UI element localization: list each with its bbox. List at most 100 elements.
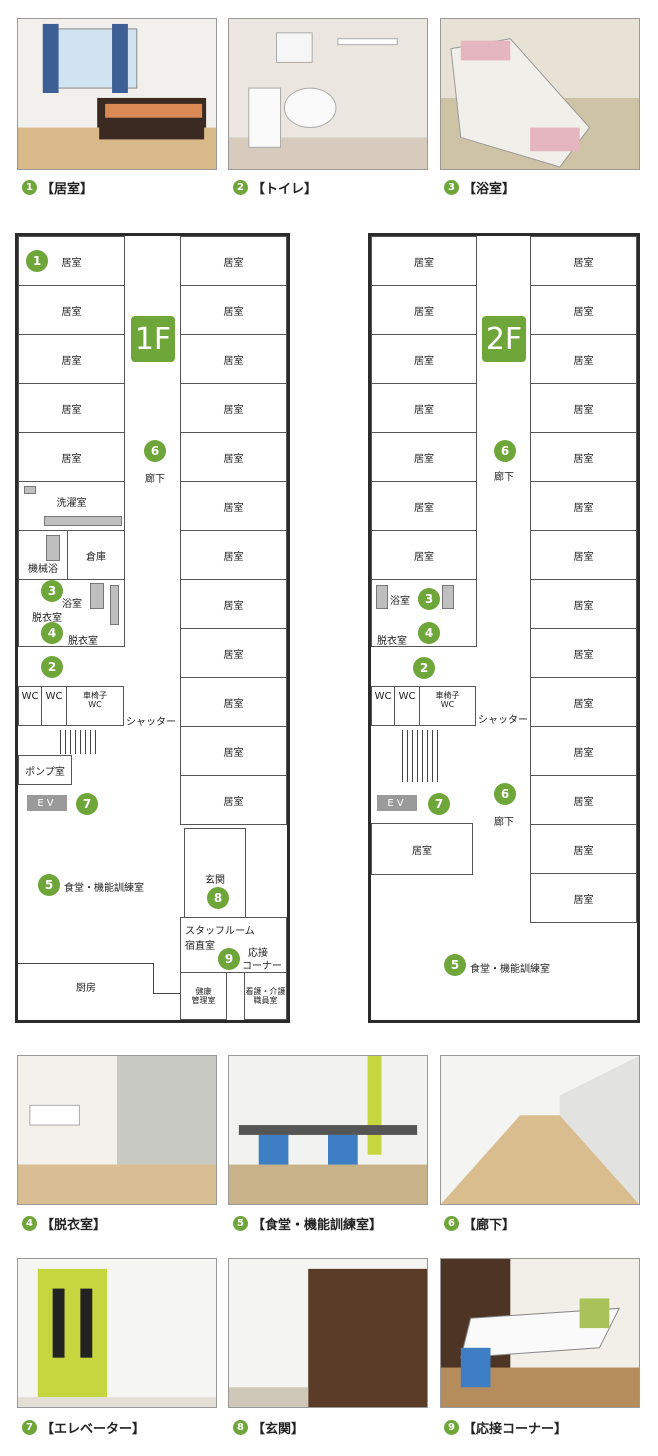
bathtub-2f-b	[442, 585, 454, 609]
room-1f-r1: 居室	[180, 236, 287, 286]
room-2f-r9: 居室	[530, 628, 637, 678]
room-1f-r3: 居室	[180, 334, 287, 384]
caption-dressing: 4【脱衣室】	[22, 1214, 106, 1233]
photo-toilet	[228, 18, 428, 170]
photo-room	[17, 18, 217, 170]
machine-bath-tub	[46, 535, 60, 561]
bath-1f	[18, 579, 125, 647]
dining-2f: 食堂・機能訓練室	[470, 964, 550, 975]
marker-4-2f: 4	[418, 622, 440, 644]
room-2f-l5: 居室	[371, 432, 477, 482]
photo-bath	[440, 18, 640, 170]
room-2f-l3: 居室	[371, 334, 477, 384]
corridor-2f-a: 廊下	[494, 472, 514, 483]
caption-entrance: 8【玄関】	[233, 1418, 304, 1437]
room-2f-r4: 居室	[530, 383, 637, 433]
caption-bath: 3【浴室】	[444, 178, 515, 197]
floor-badge-1f: 1F	[131, 316, 175, 362]
marker-2-2f: 2	[413, 657, 435, 679]
caption-room: 1【居室】	[22, 178, 93, 197]
room-2f-l2: 居室	[371, 285, 477, 335]
kitchen-wall-1f-h	[153, 993, 180, 994]
room-1f-r9: 居室	[180, 628, 287, 678]
floor-badge-2f: 2F	[482, 316, 526, 362]
kitchen-wall-1f-v	[153, 963, 154, 993]
room-2f-r6: 居室	[530, 481, 637, 531]
corridor-1f: 廊下	[145, 474, 165, 485]
kitchen-1f: 厨房	[76, 983, 96, 994]
marker-6-1f: 6	[144, 440, 166, 462]
room-1f-r6: 居室	[180, 481, 287, 531]
wc-2f-b: WC	[394, 686, 420, 726]
room-2f-r11: 居室	[530, 726, 637, 776]
marker-5-2f: 5	[444, 954, 466, 976]
room-1f-r2: 居室	[180, 285, 287, 335]
stairs-2f	[402, 730, 438, 782]
caption-dining: 5【食堂・機能訓練室】	[233, 1214, 382, 1233]
photo-reception	[440, 1258, 640, 1408]
room-2f-l7: 居室	[371, 530, 477, 580]
room-1f-r8: 居室	[180, 579, 287, 629]
marker-9-1f: 9	[218, 948, 240, 970]
photo-dressing	[17, 1055, 217, 1205]
room-2f-r12: 居室	[530, 775, 637, 825]
marker-7-1f: 7	[76, 793, 98, 815]
washer-icon	[24, 486, 36, 494]
bathtub-1f	[90, 583, 104, 609]
dressing-2f-label: 脱衣室	[377, 636, 407, 647]
room-1f-r11: 居室	[180, 726, 287, 776]
stairs-1f	[60, 730, 96, 754]
room-2f-r14: 居室	[530, 873, 637, 923]
machine-bath-1f: 機械浴	[18, 530, 68, 580]
marker-3-1f: 3	[41, 580, 63, 602]
room-1f-r10: 居室	[180, 677, 287, 727]
dressing-1f-b-label: 脱衣室	[68, 636, 98, 647]
bath-2f-label: 浴室	[390, 596, 410, 607]
room-2f-l1: 居室	[371, 236, 477, 286]
photo-dining	[228, 1055, 428, 1205]
corridor-2f-b: 廊下	[494, 817, 514, 828]
marker-3-2f: 3	[418, 588, 440, 610]
marker-4-1f: 4	[41, 622, 63, 644]
room-2f-lower: 居室	[371, 823, 473, 875]
room-1f-l4: 居室	[18, 383, 125, 433]
bath-fixture-1f	[110, 585, 119, 625]
room-1f-l3: 居室	[18, 334, 125, 384]
marker-7-2f: 7	[428, 793, 450, 815]
nurse-room-1f: 看護・介護職員室	[244, 972, 287, 1020]
room-2f-r2: 居室	[530, 285, 637, 335]
laundry-counter	[44, 516, 122, 526]
wc-1f-a: WC	[18, 686, 42, 726]
caption-elevator: 7【エレベーター】	[22, 1418, 145, 1437]
caption-corridor: 6【廊下】	[444, 1214, 515, 1233]
bath-1f-label: 浴室	[62, 599, 82, 610]
marker-6-2f-a: 6	[494, 440, 516, 462]
marker-8-1f: 8	[207, 887, 229, 909]
marker-5-1f: 5	[38, 874, 60, 896]
pump-room-1f: ポンプ室	[18, 755, 72, 785]
room-1f-l2: 居室	[18, 285, 125, 335]
shutter-2f: シャッター	[478, 715, 528, 726]
reception-1f-2: コーナー	[242, 961, 282, 972]
room-2f-l6: 居室	[371, 481, 477, 531]
photo-entrance	[228, 1258, 428, 1408]
room-1f-r12: 居室	[180, 775, 287, 825]
room-1f-l5: 居室	[18, 432, 125, 482]
photo-corridor	[440, 1055, 640, 1205]
ev-2f: EV	[377, 795, 417, 811]
room-2f-r8: 居室	[530, 579, 637, 629]
marker-2-1f: 2	[41, 656, 63, 678]
room-1f-r7: 居室	[180, 530, 287, 580]
entrance-1f: 玄関	[184, 828, 246, 918]
wc-2f-a: WC	[371, 686, 395, 726]
room-2f-r1: 居室	[530, 236, 637, 286]
wc-1f-b: WC	[41, 686, 67, 726]
room-2f-r5: 居室	[530, 432, 637, 482]
shutter-1f: シャッター	[126, 717, 176, 728]
reception-1f-1: 応接	[248, 948, 268, 959]
ev-1f: EV	[27, 795, 67, 811]
health-room-1f: 健康管理室	[180, 972, 227, 1020]
caption-reception: 9【応接コーナー】	[444, 1418, 567, 1437]
